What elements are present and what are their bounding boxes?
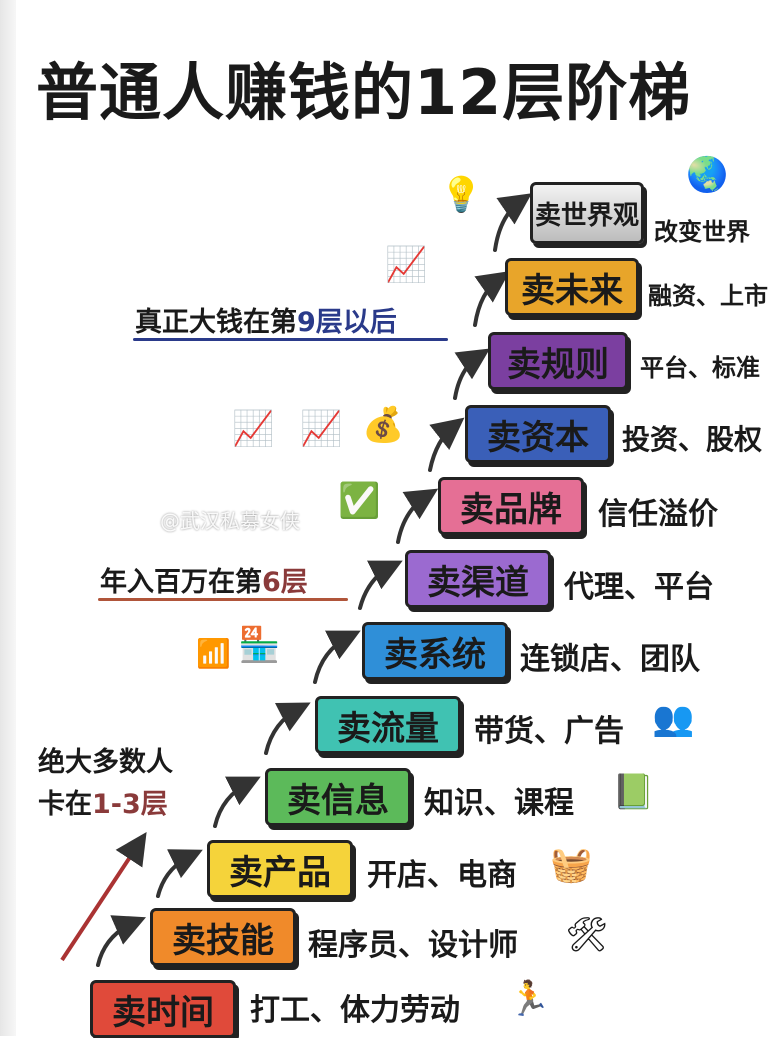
step-label: 卖产品 (229, 852, 331, 893)
step-label: 卖未来 (521, 270, 623, 311)
arrow-6 (358, 560, 403, 610)
watermark: @武汉私募女侠 (160, 509, 300, 533)
step-3: 卖产品 (207, 840, 353, 898)
note-line: 卡在1-3层 (38, 784, 173, 826)
step-12: 卖世界观 (530, 182, 644, 244)
book-icon: 📗 (612, 772, 655, 812)
lightbulb-icon: 💡 (440, 175, 483, 215)
arrow-1 (96, 915, 147, 967)
step-5-desc: 带货、广告 (474, 714, 624, 749)
step-5: 卖流量 (315, 696, 461, 754)
basket-icon: 🧺 (550, 845, 593, 885)
money-bag-icon: 💰 (362, 405, 405, 445)
step-11: 卖未来 (505, 258, 639, 316)
note-big-money: 真正大钱在第9层以后 (135, 300, 397, 339)
step-label: 卖资本 (487, 417, 589, 458)
step-2: 卖技能 (150, 908, 296, 966)
step-label: 卖世界观 (534, 200, 639, 231)
globe-icon: 🌏 (686, 155, 729, 195)
step-label: 卖品牌 (460, 489, 562, 530)
store-icon: 🏪 (238, 625, 281, 665)
step-label: 卖流量 (337, 708, 439, 749)
step-9-desc: 投资、股权 (622, 423, 763, 456)
growth-chart-icon: 📈 (232, 409, 275, 449)
step-9: 卖资本 (465, 405, 611, 463)
note-text: 年入百万在第 (100, 567, 262, 598)
tools-icon: 🛠 (565, 915, 609, 955)
running-person-icon: 🏃 (508, 979, 551, 1019)
step-label: 卖规则 (507, 344, 609, 385)
long-red-arrow (60, 831, 147, 962)
step-label: 卖信息 (287, 780, 389, 821)
note-highlight: 9层以后 (297, 307, 397, 338)
step-12-desc: 改变世界 (654, 218, 750, 246)
growth-chart-icon: 📈 (300, 409, 343, 449)
arrow-9 (453, 348, 491, 400)
step-4-desc: 知识、课程 (424, 786, 574, 821)
step-10: 卖规则 (488, 332, 628, 390)
step-7-desc: 代理、平台 (564, 570, 714, 605)
note-line: 绝大多数人 (38, 747, 173, 778)
note-highlight: 6层 (262, 567, 308, 598)
step-label: 卖时间 (112, 992, 214, 1033)
step-label: 卖技能 (172, 920, 274, 961)
step-8: 卖品牌 (438, 477, 584, 535)
note-highlight: 1-3层 (92, 789, 168, 820)
step-6-desc: 连锁店、团队 (520, 642, 700, 677)
badge-check-icon: ✅ (338, 481, 381, 521)
audience-icon: 👥 (652, 699, 695, 739)
step-label: 卖渠道 (427, 562, 529, 603)
note-text: 卡在 (38, 789, 92, 820)
page-title: 普通人赚钱的12层阶梯 (36, 56, 692, 129)
step-6: 卖系统 (362, 622, 508, 680)
step-1-desc: 打工、体力劳动 (250, 993, 460, 1028)
arrow-7 (396, 488, 439, 544)
bar-chart-icon: 📶 (196, 637, 231, 670)
step-label: 卖系统 (384, 634, 486, 675)
arrow-2 (156, 849, 203, 898)
step-2-desc: 程序员、设计师 (308, 928, 518, 963)
note-most-people: 绝大多数人 卡在1-3层 (38, 742, 173, 826)
step-1: 卖时间 (90, 980, 236, 1038)
page-edge (0, 0, 16, 1036)
step-11-desc: 融资、上市 (648, 282, 768, 310)
note-million: 年入百万在第6层 (100, 560, 308, 599)
underline (133, 338, 448, 341)
note-text: 真正大钱在第 (135, 307, 297, 338)
arrow-10 (473, 271, 510, 327)
step-8-desc: 信任溢价 (598, 497, 718, 532)
growth-chart-icon: 📈 (385, 245, 428, 285)
arrow-11 (493, 193, 532, 252)
arrow-8 (428, 417, 465, 472)
step-10-desc: 平台、标准 (640, 354, 760, 382)
step-3-desc: 开店、电商 (367, 858, 517, 893)
arrow-3 (213, 776, 261, 828)
arrow-4 (264, 702, 311, 755)
step-7: 卖渠道 (405, 550, 551, 608)
underline (98, 598, 348, 601)
arrow-5 (313, 630, 361, 684)
step-4: 卖信息 (265, 768, 411, 826)
